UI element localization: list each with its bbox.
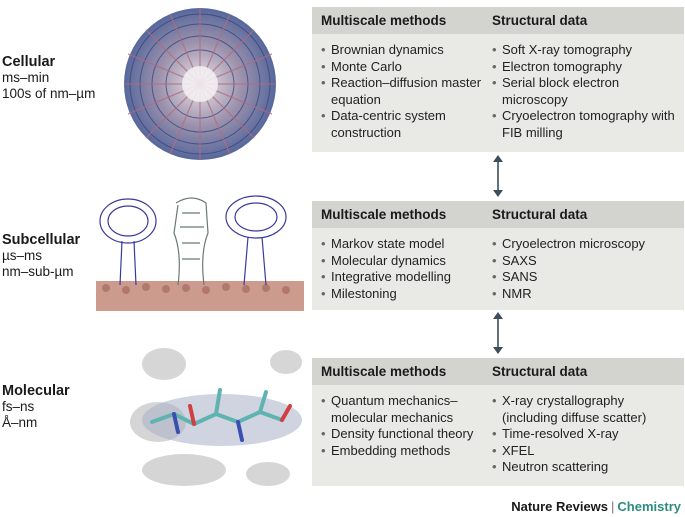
data-header: Structural data (492, 364, 588, 379)
methods-list: Quantum mechanics–molecular mechanics De… (321, 393, 489, 459)
length-scale: Å–nm (2, 415, 38, 430)
level-label-cellular: Cellular ms–min 100s of nm–µm (2, 54, 95, 102)
length-scale: 100s of nm–µm (2, 86, 96, 101)
double-arrow-icon (493, 155, 503, 197)
method-item: Data-centric system construction (321, 108, 489, 141)
panel-molecular: Multiscale methods Structural data Quant… (312, 358, 684, 486)
panel-header: Multiscale methods Structural data (312, 201, 684, 228)
credit-separator: | (611, 499, 615, 514)
methods-header: Multiscale methods (321, 364, 447, 379)
double-arrow-icon (493, 312, 503, 354)
panel-cellular: Multiscale methods Structural data Brown… (312, 7, 684, 152)
method-item: Brownian dynamics (321, 42, 489, 59)
time-scale: µs–ms (2, 248, 43, 263)
method-item: Integrative modelling (321, 269, 489, 286)
cellular-virus-illustration (124, 8, 276, 160)
data-item: XFEL (492, 443, 680, 460)
data-item: Serial block electron microscopy (492, 75, 680, 108)
journal-credit: Nature Reviews|Chemistry (511, 499, 681, 514)
length-scale: nm–sub-µm (2, 264, 74, 279)
methods-header: Multiscale methods (321, 207, 447, 222)
data-list: X-ray crystallography (including diffuse… (492, 393, 680, 476)
methods-list: Markov state model Molecular dynamics In… (321, 236, 489, 302)
methods-header: Multiscale methods (321, 13, 447, 28)
data-item: Cryoelectron microscopy (492, 236, 680, 253)
data-item: X-ray crystallography (including diffuse… (492, 393, 680, 426)
molecular-density-illustration (130, 348, 302, 486)
data-item: Electron tomography (492, 59, 680, 76)
data-item: SANS (492, 269, 680, 286)
method-item: Density functional theory (321, 426, 489, 443)
panel-header: Multiscale methods Structural data (312, 7, 684, 34)
brand-name: Nature Reviews (511, 499, 609, 514)
method-item: Markov state model (321, 236, 489, 253)
data-list: Soft X-ray tomography Electron tomograph… (492, 42, 680, 142)
data-header: Structural data (492, 207, 588, 222)
time-scale: ms–min (2, 70, 50, 85)
level-name: Subcellular (2, 232, 81, 248)
time-scale: fs–ns (2, 399, 35, 414)
level-label-subcellular: Subcellular µs–ms nm–sub-µm (2, 232, 80, 280)
data-header: Structural data (492, 13, 588, 28)
level-label-molecular: Molecular fs–ns Å–nm (2, 383, 70, 431)
data-item: Time-resolved X-ray (492, 426, 680, 443)
panel-header: Multiscale methods Structural data (312, 358, 684, 385)
method-item: Embedding methods (321, 443, 489, 460)
data-item: Soft X-ray tomography (492, 42, 680, 59)
data-list: Cryoelectron microscopy SAXS SANS NMR (492, 236, 680, 302)
panel-subcellular: Multiscale methods Structural data Marko… (312, 201, 684, 310)
method-item: Monte Carlo (321, 59, 489, 76)
subcellular-membrane-protein-illustration (96, 195, 304, 311)
data-item: NMR (492, 286, 680, 303)
data-item: SAXS (492, 253, 680, 270)
method-item: Milestoning (321, 286, 489, 303)
methods-list: Brownian dynamics Monte Carlo Reaction–d… (321, 42, 489, 142)
level-name: Molecular (2, 383, 70, 399)
method-item: Reaction–diffusion master equation (321, 75, 489, 108)
journal-name: Chemistry (617, 499, 681, 514)
method-item: Quantum mechanics–molecular mechanics (321, 393, 489, 426)
method-item: Molecular dynamics (321, 253, 489, 270)
level-name: Cellular (2, 54, 56, 70)
data-item: Cryoelectron tomography with FIB milling (492, 108, 680, 141)
data-item: Neutron scattering (492, 459, 680, 476)
